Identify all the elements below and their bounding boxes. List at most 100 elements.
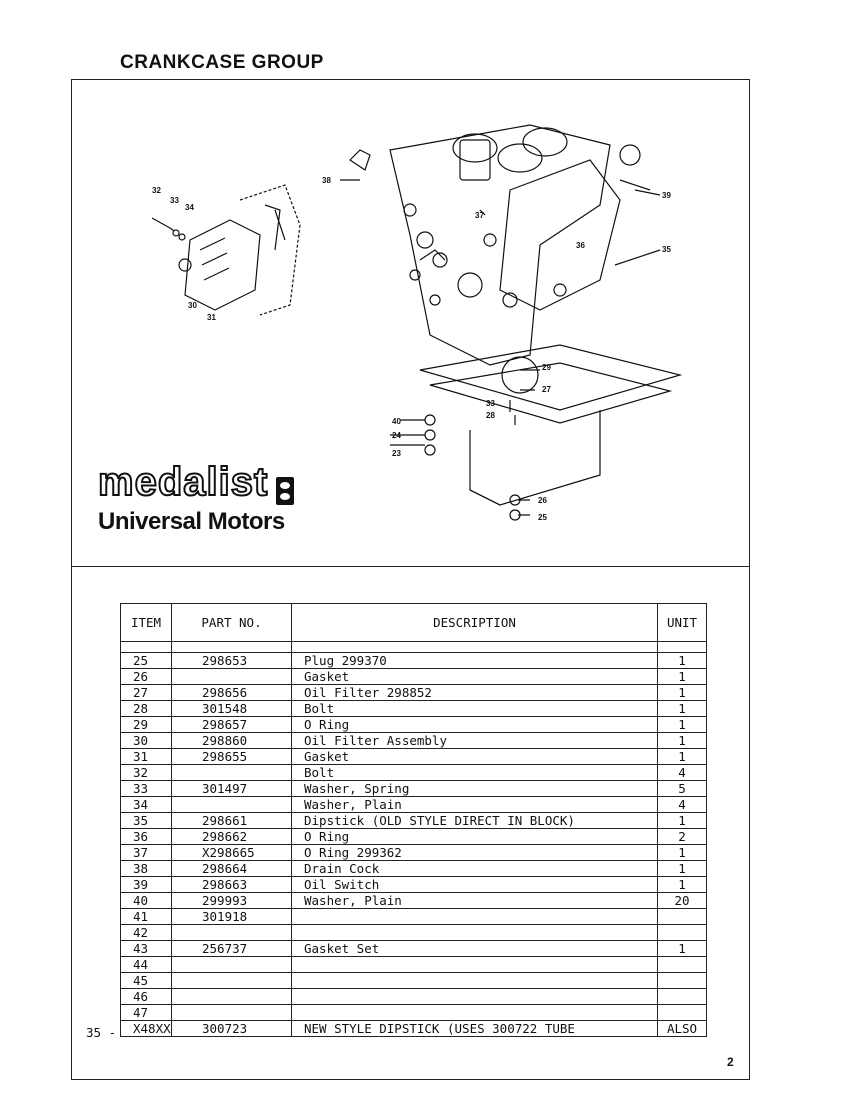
row-item: 45: [120, 972, 172, 989]
table-spacer: [120, 641, 707, 653]
row-part-no: 299993: [171, 892, 292, 909]
row-unit: 1: [657, 748, 707, 765]
table-header-row: ITEM PART NO. DESCRIPTION UNIT: [120, 603, 707, 642]
svg-text:35: 35: [662, 245, 671, 254]
row-item: 40: [120, 892, 172, 909]
logo-emblem-icon: [276, 476, 295, 505]
row-part-no: 298655: [171, 748, 292, 765]
row-unit: 1: [657, 844, 707, 861]
row-item: 43: [120, 940, 172, 957]
row-description: Dipstick (OLD STYLE DIRECT IN BLOCK): [291, 812, 658, 829]
row-unit: 1: [657, 732, 707, 749]
row-unit: 1: [657, 668, 707, 685]
row-item: 39: [120, 876, 172, 893]
row-description: Bolt: [291, 700, 658, 717]
row-item: 29: [120, 716, 172, 733]
row-item: 46: [120, 988, 172, 1005]
row-item: 27: [120, 684, 172, 701]
svg-text:28: 28: [486, 411, 495, 420]
row-unit: 1: [657, 652, 707, 669]
row-unit: 1: [657, 940, 707, 957]
row-prefix-note: 35 -: [86, 1025, 117, 1040]
row-part-no: 301548: [171, 700, 292, 717]
row-part-no: 298657: [171, 716, 292, 733]
row-part-no: 301497: [171, 780, 292, 797]
svg-text:31: 31: [207, 313, 216, 322]
table-row: 45: [120, 972, 707, 989]
row-description: [291, 1004, 658, 1021]
svg-text:33: 33: [170, 196, 179, 205]
row-unit: 5: [657, 780, 707, 797]
row-unit: [657, 988, 707, 1005]
row-description: Gasket Set: [291, 940, 658, 957]
row-unit: 1: [657, 700, 707, 717]
row-description: Washer, Spring: [291, 780, 658, 797]
row-part-no: 298656: [171, 684, 292, 701]
row-description: Gasket: [291, 668, 658, 685]
row-description: Gasket: [291, 748, 658, 765]
row-description: Bolt: [291, 764, 658, 781]
svg-text:32: 32: [152, 186, 161, 195]
row-description: O Ring 299362: [291, 844, 658, 861]
row-part-no: 256737: [171, 940, 292, 957]
row-item: 35: [120, 812, 172, 829]
row-item: 44: [120, 956, 172, 973]
page-number: 2: [727, 1055, 734, 1069]
row-item: 28: [120, 700, 172, 717]
row-description: O Ring: [291, 828, 658, 845]
row-part-no: 298661: [171, 812, 292, 829]
row-part-no: [171, 956, 292, 973]
row-item: 42: [120, 924, 172, 941]
row-description: Oil Filter Assembly: [291, 732, 658, 749]
row-description: Drain Cock: [291, 860, 658, 877]
row-unit: 1: [657, 876, 707, 893]
row-part-no: 300723: [171, 1020, 292, 1037]
medalist-logo: medalist: [97, 461, 295, 505]
row-unit: 1: [657, 684, 707, 701]
row-description: Oil Switch: [291, 876, 658, 893]
row-unit: 1: [657, 860, 707, 877]
row-unit: ALSO: [657, 1020, 707, 1037]
row-item: X48XX: [120, 1020, 172, 1037]
svg-text:24: 24: [392, 431, 401, 440]
row-item: 31: [120, 748, 172, 765]
row-description: [291, 908, 658, 925]
header-description: DESCRIPTION: [291, 603, 658, 642]
row-unit: [657, 908, 707, 925]
svg-text:25: 25: [538, 513, 547, 522]
table-row: 44: [120, 956, 707, 973]
row-description: [291, 924, 658, 941]
header-unit: UNIT: [657, 603, 707, 642]
row-part-no: [171, 988, 292, 1005]
row-item: 34: [120, 796, 172, 813]
row-unit: 20: [657, 892, 707, 909]
row-part-no: [171, 796, 292, 813]
row-description: NEW STYLE DIPSTICK (USES 300722 TUBE: [291, 1020, 658, 1037]
svg-text:29: 29: [542, 363, 551, 372]
row-description: [291, 988, 658, 1005]
row-item: 41: [120, 908, 172, 925]
svg-text:27: 27: [542, 385, 551, 394]
row-item: 37: [120, 844, 172, 861]
row-part-no: 298664: [171, 860, 292, 877]
row-part-no: [171, 764, 292, 781]
page-title: CRANKCASE GROUP: [120, 52, 324, 73]
table-row: 47: [120, 1004, 707, 1021]
row-unit: 1: [657, 716, 707, 733]
svg-text:39: 39: [662, 191, 671, 200]
row-description: [291, 972, 658, 989]
